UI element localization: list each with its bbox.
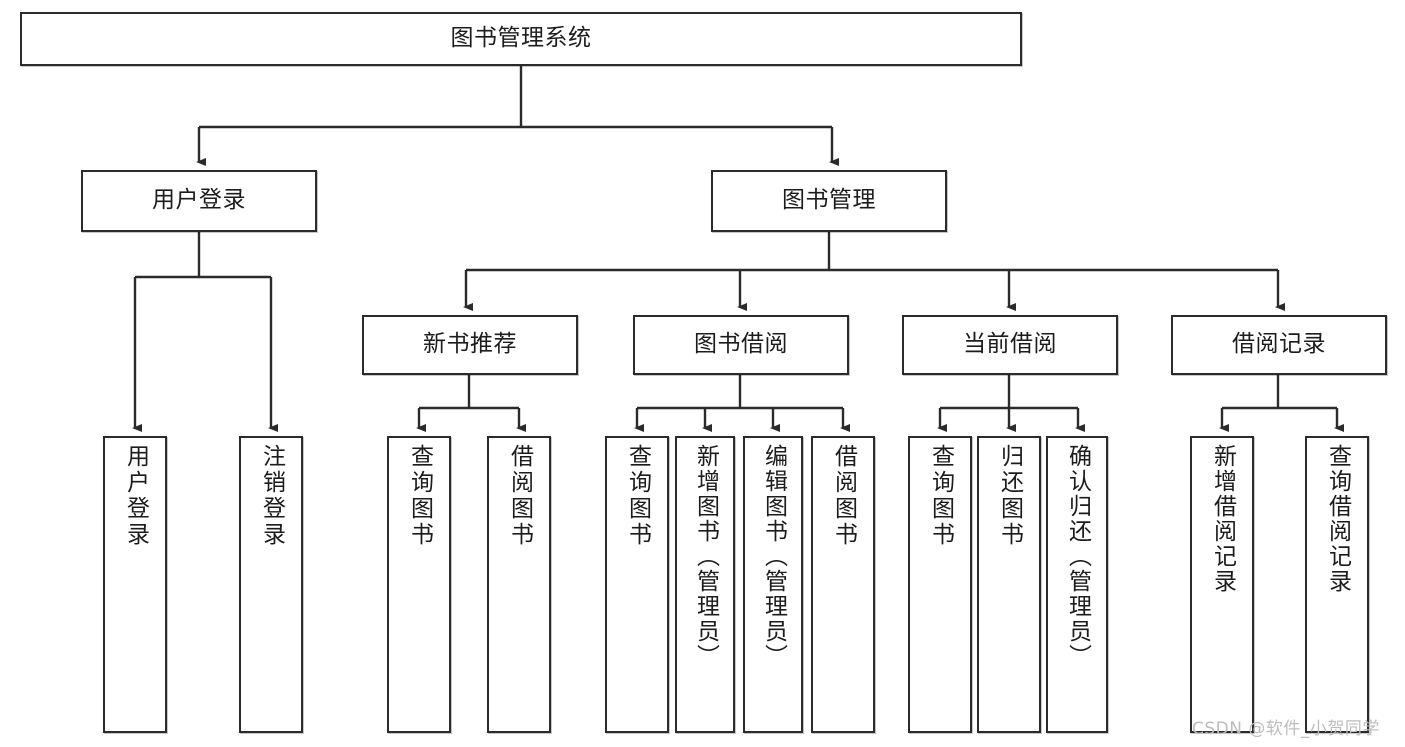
leaf-query-record[interactable]: 查询借阅记录 — [1305, 436, 1369, 733]
leaf-return-book[interactable]: 归还图书 — [977, 436, 1041, 733]
leaf-user-login-label: 用户登录 — [122, 444, 149, 548]
leaf-borrow-book-1-label: 借阅图书 — [506, 444, 533, 548]
node-current-borrow[interactable]: 当前借阅 — [902, 315, 1118, 375]
leaf-borrow-book-2[interactable]: 借阅图书 — [811, 436, 875, 733]
node-book-borrow[interactable]: 图书借阅 — [633, 315, 849, 375]
node-borrow-record-label: 借阅记录 — [1232, 331, 1326, 358]
node-borrow-record[interactable]: 借阅记录 — [1171, 315, 1387, 375]
leaf-logout-login[interactable]: 注销登录 — [239, 436, 303, 733]
leaf-query-record-label: 查询借阅记录 — [1324, 444, 1351, 594]
node-book-manage[interactable]: 图书管理 — [711, 170, 947, 232]
node-user-login-label: 用户登录 — [152, 187, 246, 214]
leaf-add-record-label: 新增借阅记录 — [1209, 444, 1236, 594]
leaf-query-book-1[interactable]: 查询图书 — [387, 436, 451, 733]
node-root-label: 图书管理系统 — [450, 25, 592, 52]
csdn-watermark: CSDN @软件_小贺同学 — [1192, 719, 1380, 739]
leaf-query-book-2[interactable]: 查询图书 — [605, 436, 669, 733]
leaf-query-book-1-label: 查询图书 — [406, 444, 433, 548]
node-user-login[interactable]: 用户登录 — [81, 170, 317, 232]
leaf-logout-login-label: 注销登录 — [258, 444, 285, 548]
node-book-borrow-label: 图书借阅 — [694, 331, 788, 358]
leaf-edit-book[interactable]: 编辑图书（管理员） — [743, 436, 803, 733]
node-book-manage-label: 图书管理 — [782, 187, 876, 214]
leaf-confirm-return[interactable]: 确认归还（管理员） — [1046, 436, 1108, 733]
leaf-add-book[interactable]: 新增图书（管理员） — [675, 436, 735, 733]
leaf-borrow-book-2-label: 借阅图书 — [830, 444, 857, 548]
leaf-query-book-3-label: 查询图书 — [927, 444, 954, 548]
leaf-user-login[interactable]: 用户登录 — [103, 436, 167, 733]
node-root[interactable]: 图书管理系统 — [20, 12, 1022, 66]
node-new-book-recommend[interactable]: 新书推荐 — [362, 315, 578, 375]
leaf-query-book-2-label: 查询图书 — [624, 444, 651, 548]
leaf-return-book-label: 归还图书 — [996, 444, 1023, 548]
leaf-edit-book-label: 编辑图书（管理员） — [760, 444, 787, 669]
node-current-borrow-label: 当前借阅 — [963, 331, 1057, 358]
leaf-add-book-label: 新增图书（管理员） — [692, 444, 719, 669]
node-new-book-recommend-label: 新书推荐 — [423, 331, 517, 358]
leaf-query-book-3[interactable]: 查询图书 — [908, 436, 972, 733]
leaf-borrow-book-1[interactable]: 借阅图书 — [487, 436, 551, 733]
leaf-add-record[interactable]: 新增借阅记录 — [1190, 436, 1254, 733]
leaf-confirm-return-label: 确认归还（管理员） — [1064, 444, 1091, 669]
